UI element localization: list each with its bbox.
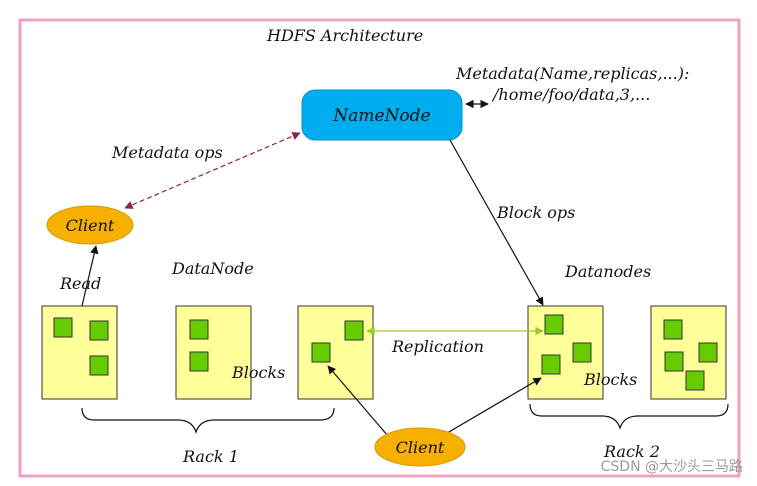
client-bottom-label: Client — [396, 438, 445, 457]
rack1-brace — [81, 407, 335, 434]
rack2-brace — [529, 403, 729, 430]
namenode-box — [301, 89, 463, 141]
block — [53, 317, 73, 338]
block — [89, 320, 109, 341]
datanode-rack1-1 — [41, 305, 118, 400]
client-write-arrow-right — [441, 377, 542, 437]
block — [698, 342, 718, 363]
block — [541, 354, 561, 375]
datanode-rack1-3 — [297, 305, 374, 400]
diagram-title: HDFS Architecture — [266, 26, 423, 45]
block — [344, 320, 364, 341]
client-write-arrow-left — [327, 365, 389, 437]
block — [664, 351, 684, 372]
block — [189, 319, 209, 340]
datanodes-label: Datanodes — [564, 262, 651, 281]
csdn-watermark: CSDN @大沙头三马路 — [600, 459, 743, 475]
block — [572, 342, 592, 363]
datanode-label: DataNode — [171, 259, 254, 278]
blocks-label-left: Blocks — [231, 363, 285, 382]
block — [189, 351, 209, 372]
block — [311, 342, 331, 363]
client-top — [46, 205, 134, 245]
blocks-label-right: Blocks — [583, 370, 637, 389]
metadata-line2: /home/foo/data,3,... — [491, 85, 650, 104]
rack2-label: Rack 2 — [603, 442, 660, 461]
namenode-label: NameNode — [332, 106, 430, 126]
replication-label: Replication — [391, 337, 484, 356]
metadata-ops-label: Metadata ops — [111, 143, 223, 162]
rack1-label: Rack 1 — [182, 447, 239, 466]
read-arrow — [81, 245, 99, 307]
read-label: Read — [59, 274, 101, 293]
block — [89, 355, 109, 376]
block — [663, 319, 683, 340]
metadata-line1: Metadata(Name,replicas,...): — [455, 64, 689, 83]
block-ops-label: Block ops — [496, 203, 575, 222]
block-ops-arrow — [449, 139, 544, 306]
block — [544, 314, 564, 335]
client-bottom — [374, 427, 466, 467]
datanode-rack1-2 — [175, 305, 252, 400]
block — [685, 370, 705, 391]
client-top-label: Client — [66, 216, 115, 235]
